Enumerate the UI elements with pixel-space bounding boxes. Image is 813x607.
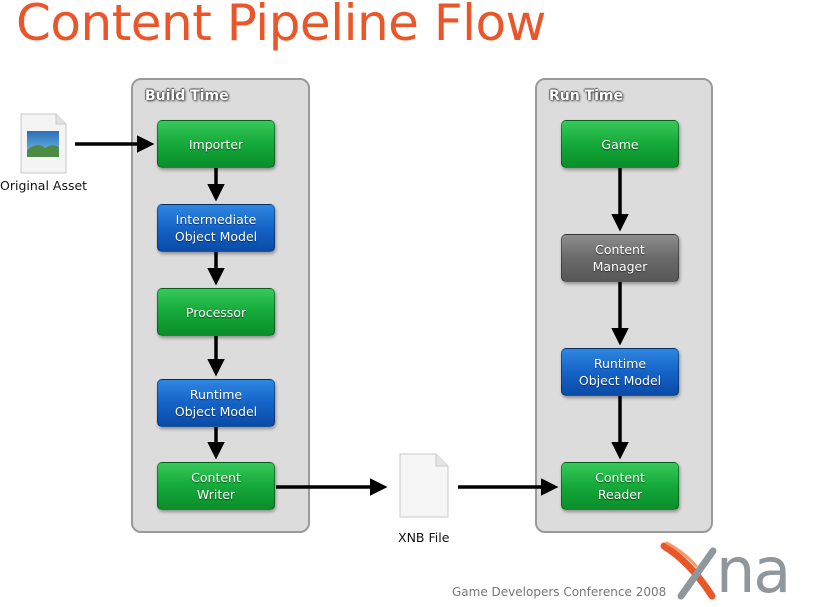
- xna-logo-text: na: [716, 534, 791, 607]
- image-file-icon: [20, 113, 67, 174]
- game-node: Game: [561, 120, 679, 168]
- build-time-label: Build Time: [145, 88, 229, 104]
- runtime-object-model-node: Runtime Object Model: [157, 379, 275, 427]
- content-manager-node: Content Manager: [561, 234, 679, 282]
- conference-footer: Game Developers Conference 2008: [452, 585, 667, 599]
- intermediate-object-model-node: Intermediate Object Model: [157, 204, 275, 252]
- xna-logo-icon: [660, 541, 717, 600]
- original-asset-label: Original Asset: [0, 178, 88, 193]
- processor-node: Processor: [157, 288, 275, 336]
- xnb-file-label: XNB File: [398, 530, 450, 545]
- content-writer-node: Content Writer: [157, 462, 275, 510]
- runtime-object-model-run-node: Runtime Object Model: [561, 348, 679, 396]
- importer-node: Importer: [157, 120, 275, 168]
- page-title: Content Pipeline Flow: [16, 0, 546, 52]
- content-reader-node: Content Reader: [561, 462, 679, 510]
- run-time-label: Run Time: [549, 88, 624, 104]
- blank-file-icon: [399, 453, 449, 518]
